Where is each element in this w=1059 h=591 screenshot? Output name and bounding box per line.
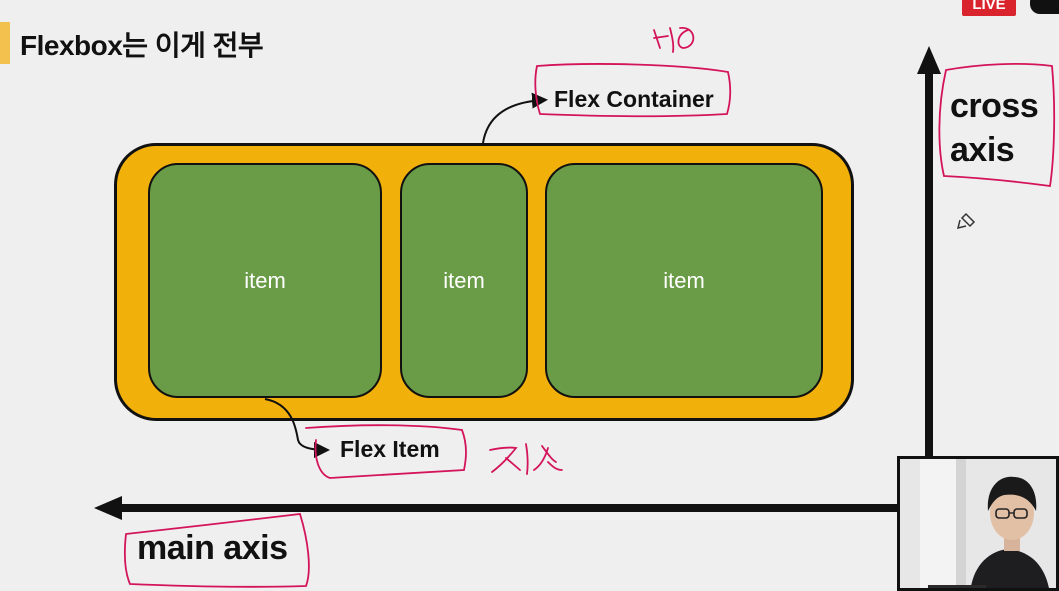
main-axis-arrowhead <box>94 496 122 520</box>
cross-axis-line-1: cross <box>950 87 1039 125</box>
live-badge: LIVE <box>962 0 1016 16</box>
handwritten-child-mark <box>489 443 563 475</box>
main-axis-label: main axis <box>137 529 288 567</box>
flex-item-2: item <box>400 163 528 398</box>
flex-item-label: Flex Item <box>340 436 440 462</box>
presenter-icon <box>900 459 1056 588</box>
broadcast-chip <box>1030 0 1059 14</box>
flex-item-3-label: item <box>663 267 705 293</box>
pencil-cursor-icon <box>956 212 976 230</box>
presenter-webcam <box>897 456 1059 591</box>
slide-title: Flexbox는 이게 전부 <box>20 30 264 61</box>
cross-axis-line-2: axis <box>950 131 1015 169</box>
cross-axis-label: cross axis <box>950 84 1050 172</box>
flex-item-1-label: item <box>244 267 286 293</box>
handwritten-parent-mark <box>653 27 695 53</box>
flex-container-label: Flex Container <box>554 86 714 112</box>
flex-item-3: item <box>545 163 823 398</box>
flex-item-1: item <box>148 163 382 398</box>
title-accent-bar <box>0 22 10 64</box>
container-pointer-arrow <box>482 92 548 144</box>
cross-axis-arrowhead <box>917 46 941 74</box>
flex-item-2-label: item <box>443 267 485 293</box>
